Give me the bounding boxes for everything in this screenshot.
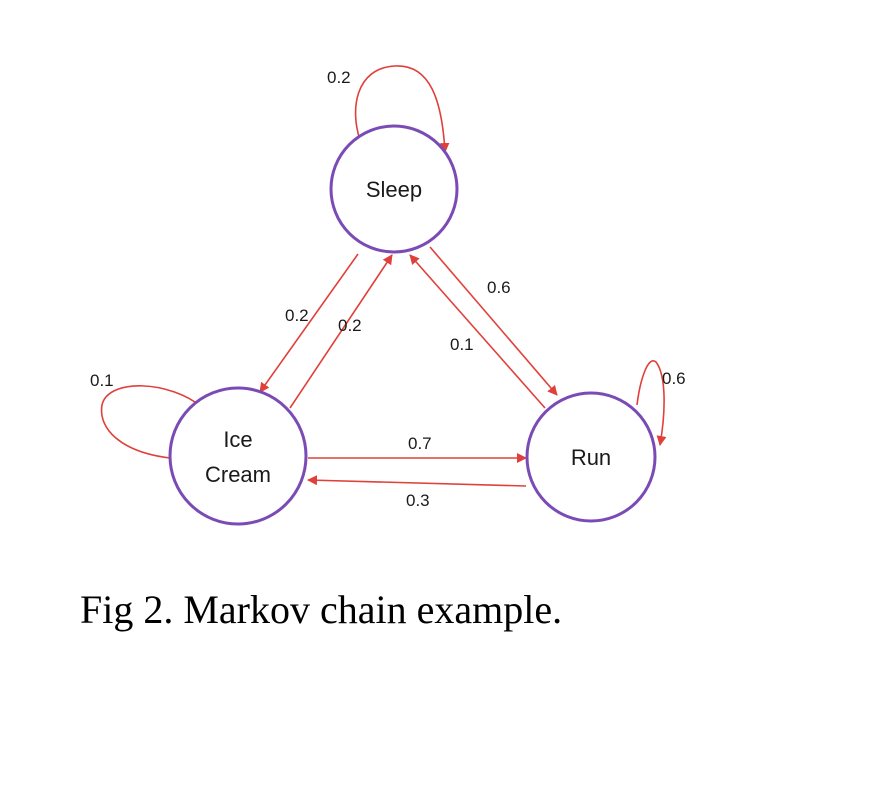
label-run-to-sleep: 0.1 [450, 335, 474, 354]
label-run-self: 0.6 [662, 369, 686, 388]
label-sleep-to-run: 0.6 [487, 278, 511, 297]
edge-run-self-loop [636, 360, 667, 446]
node-ice-cream-label-line1: Ice [223, 427, 252, 452]
markov-chain-diagram: Sleep Ice Cream Run 0.2 0.1 0.6 0.2 0.2 … [90, 65, 686, 526]
node-sleep-circle [329, 124, 459, 254]
edge-sleep-to-ice-cream [259, 253, 359, 393]
edge-ice-cream-to-sleep [289, 254, 393, 409]
label-ice-cream-to-run: 0.7 [408, 434, 432, 453]
figure-caption: Fig 2. Markov chain example. [80, 587, 563, 632]
label-ice-cream-to-sleep: 0.2 [338, 316, 362, 335]
node-run-label: Run [571, 445, 611, 470]
node-run-circle [525, 391, 657, 523]
node-ice-cream-circle [168, 386, 308, 526]
label-run-to-ice-cream: 0.3 [406, 491, 430, 510]
label-sleep-self: 0.2 [327, 68, 351, 87]
edge-ice-cream-self-loop [100, 385, 204, 459]
node-sleep: Sleep [329, 124, 459, 254]
label-sleep-to-ice-cream: 0.2 [285, 306, 309, 325]
edge-sleep-to-run [429, 246, 558, 396]
edge-sleep-self-loop [354, 65, 450, 153]
edge-run-to-ice-cream [307, 475, 527, 487]
label-ice-cream-self: 0.1 [90, 371, 114, 390]
node-run: Run [525, 391, 657, 523]
node-ice-cream: Ice Cream [168, 386, 308, 526]
node-ice-cream-label-line2: Cream [205, 462, 271, 487]
node-sleep-label: Sleep [366, 177, 422, 202]
edge-run-to-sleep [409, 254, 546, 409]
